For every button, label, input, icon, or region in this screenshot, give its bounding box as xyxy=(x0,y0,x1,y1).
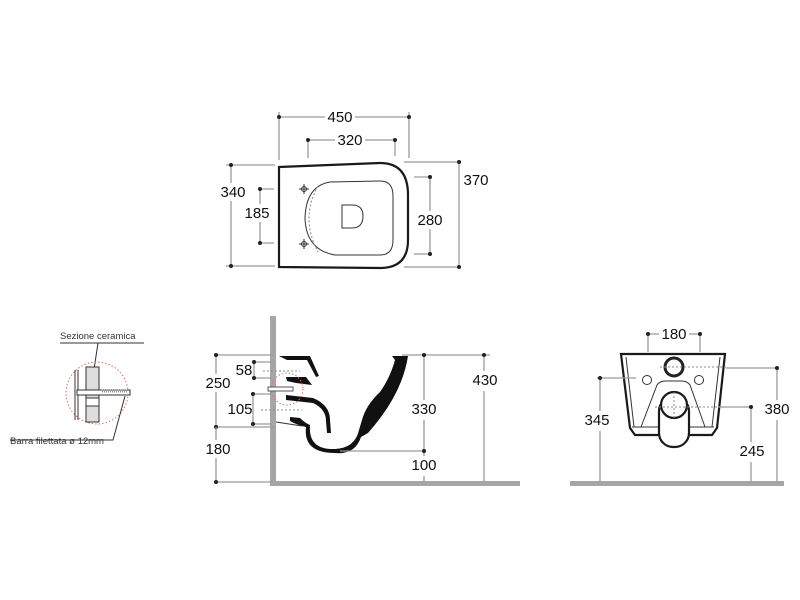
top-view-drain xyxy=(341,204,364,229)
dim-330: 330 xyxy=(411,401,436,418)
dim-185: 185 xyxy=(244,205,269,222)
dim-380: 380 xyxy=(764,401,789,418)
seat-hole-icon xyxy=(299,239,309,249)
detail-section: Sezione ceramica Barra filettata ø 12mm xyxy=(10,331,144,447)
floor-front xyxy=(570,481,784,486)
label-sezione-ceramica: Sezione ceramica xyxy=(60,331,136,342)
dim-250: 250 xyxy=(205,375,230,392)
side-view: 250 180 58 105 330 100 430 xyxy=(200,316,520,486)
dim-340: 340 xyxy=(220,184,245,201)
dim-100: 100 xyxy=(411,457,436,474)
dim-245: 245 xyxy=(739,443,764,460)
dim-320: 320 xyxy=(337,132,362,149)
label-barra-filettata: Barra filettata ø 12mm xyxy=(10,436,104,447)
fixing-hole-icon xyxy=(642,375,652,385)
fixing-hole-icon xyxy=(694,375,704,385)
dim-345: 345 xyxy=(584,412,609,429)
front-view: 180 345 380 245 xyxy=(570,325,794,486)
dim-58: 58 xyxy=(236,362,253,379)
dim-105: 105 xyxy=(227,401,252,418)
dim-180-side: 180 xyxy=(205,441,230,458)
top-view: 450 320 340 185 280 370 xyxy=(218,108,489,270)
wall xyxy=(270,316,276,486)
top-view-bowl-rim xyxy=(304,180,394,256)
seat-hole-icon xyxy=(299,184,309,194)
dim-370: 370 xyxy=(463,172,488,189)
dim-180-front: 180 xyxy=(661,326,686,343)
side-view-bowl-profile xyxy=(279,356,408,454)
dim-430: 430 xyxy=(472,372,497,389)
dim-450: 450 xyxy=(327,109,352,126)
dim-280: 280 xyxy=(417,212,442,229)
floor xyxy=(274,481,520,486)
